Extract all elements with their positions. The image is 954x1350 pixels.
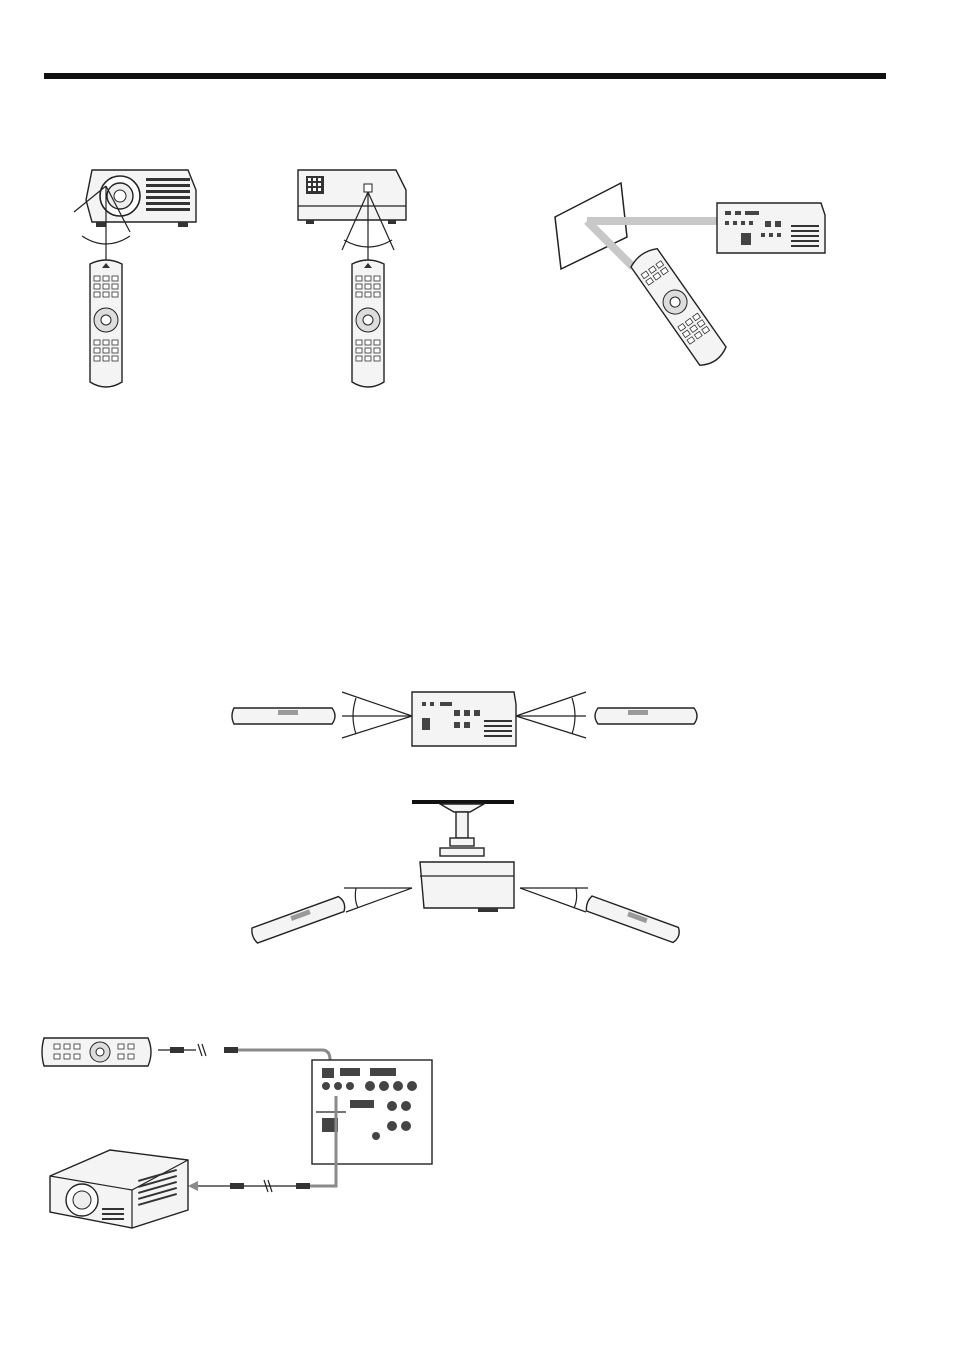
wired-remote-connection-icon — [40, 1030, 440, 1230]
projector-front-remote-icon — [60, 160, 210, 400]
screen-reflection-remote-icon — [545, 175, 835, 375]
remote-angle-ceiling-icon — [244, 796, 694, 948]
header-rule — [44, 73, 886, 79]
remote-angle-floor-icon — [228, 680, 708, 760]
projector-rear-remote-icon — [292, 160, 422, 400]
